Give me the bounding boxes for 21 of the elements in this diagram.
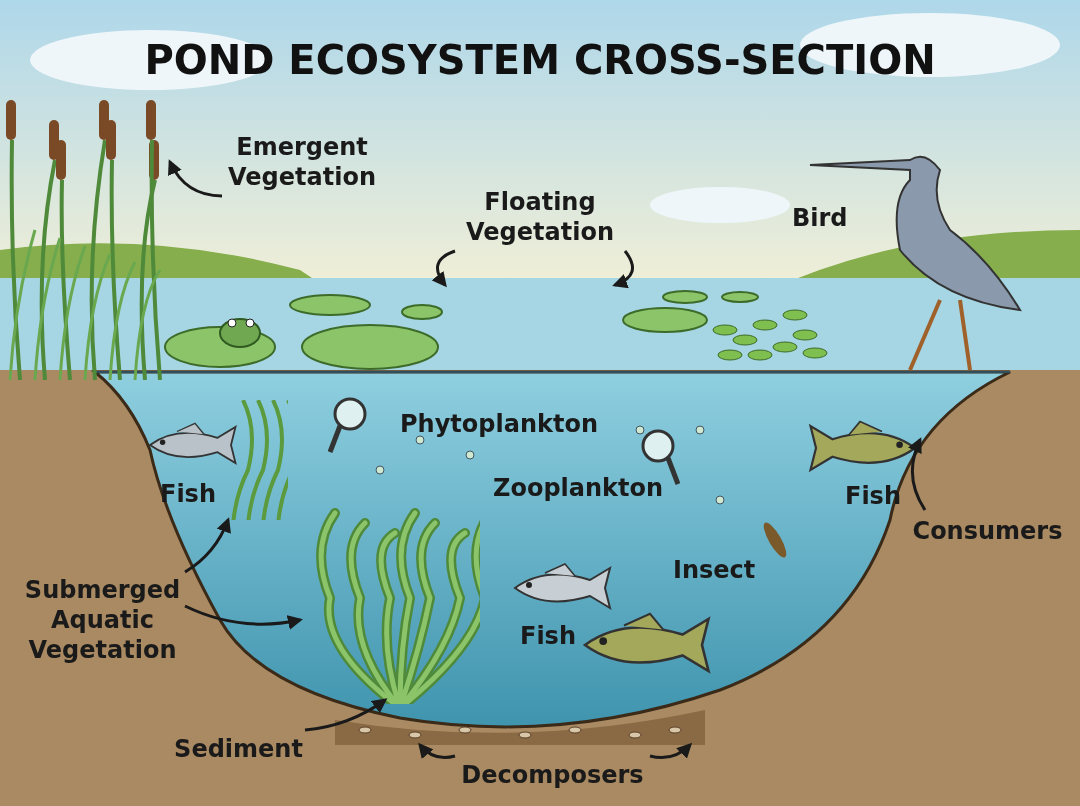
part-label: Zooplankton bbox=[493, 473, 664, 504]
callout-label: Floating Vegetation bbox=[465, 187, 615, 247]
leader-arrow bbox=[184, 604, 303, 630]
callout-label: Sediment bbox=[174, 734, 303, 764]
leader-arrow bbox=[649, 742, 693, 760]
leader-arrow bbox=[418, 742, 456, 759]
callout-label: Decomposers bbox=[461, 760, 644, 790]
leader-arrow bbox=[304, 698, 388, 732]
leader-arrow bbox=[612, 250, 634, 288]
leader-arrow bbox=[431, 249, 456, 288]
leader-arrow bbox=[168, 159, 223, 198]
title: POND ECOSYSTEM CROSS-SECTION bbox=[143, 36, 937, 85]
leader-arrow bbox=[184, 517, 231, 574]
callout-label: Emergent Vegetation bbox=[227, 132, 377, 192]
part-label: Fish bbox=[520, 621, 576, 652]
part-label: Bird bbox=[792, 203, 848, 234]
callout-label: Submerged Aquatic Vegetation bbox=[23, 575, 182, 665]
callout-label: Consumers bbox=[912, 516, 1063, 546]
part-label: Insect bbox=[673, 555, 756, 586]
part-label: Phytoplankton bbox=[400, 409, 598, 440]
leader-arrow bbox=[908, 437, 927, 511]
